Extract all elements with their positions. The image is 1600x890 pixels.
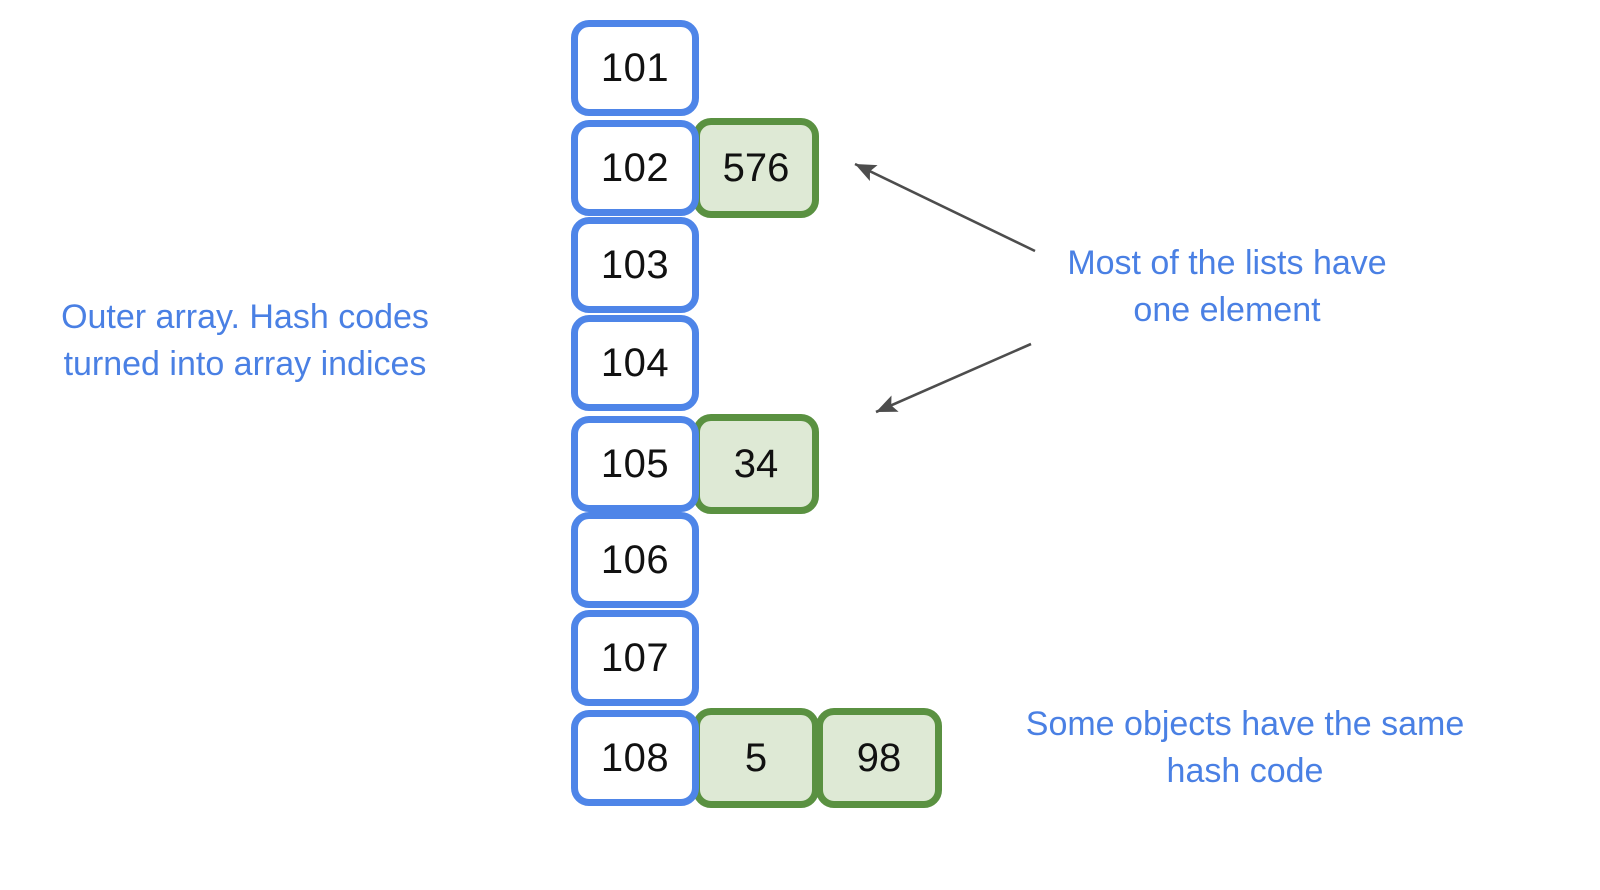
bucket-row: 102 576 xyxy=(571,118,819,218)
value-box[interactable]: 98 xyxy=(816,708,942,808)
index-box[interactable]: 101 xyxy=(571,20,699,116)
index-box[interactable]: 103 xyxy=(571,217,699,313)
bucket-row: 105 34 xyxy=(571,414,819,514)
bucket-row: 107 xyxy=(571,610,699,706)
annotation-most-lists: Most of the lists have one element xyxy=(1067,244,1387,329)
value-box[interactable]: 34 xyxy=(693,414,819,514)
value-chain: 34 xyxy=(693,414,819,514)
index-box[interactable]: 106 xyxy=(571,512,699,608)
bucket-row: 104 xyxy=(571,315,699,411)
value-chain: 5 98 xyxy=(693,708,942,808)
index-box[interactable]: 105 xyxy=(571,416,699,512)
annotation-same-hash: Some objects have the same hash code xyxy=(1025,705,1465,790)
index-box[interactable]: 108 xyxy=(571,710,699,806)
value-chain: 576 xyxy=(693,118,819,218)
index-box[interactable]: 107 xyxy=(571,610,699,706)
bucket-row: 108 5 98 xyxy=(571,708,942,808)
index-box[interactable]: 104 xyxy=(571,315,699,411)
arrow-to-34-line xyxy=(875,342,1032,414)
bucket-row: 106 xyxy=(571,512,699,608)
annotation-outer-array: Outer array. Hash codes turned into arra… xyxy=(61,298,429,383)
bucket-row: 101 xyxy=(571,20,699,116)
arrow-to-576-line xyxy=(854,162,1036,253)
bucket-row: 103 xyxy=(571,217,699,313)
value-box[interactable]: 5 xyxy=(693,708,819,808)
value-box[interactable]: 576 xyxy=(693,118,819,218)
index-box[interactable]: 102 xyxy=(571,120,699,216)
